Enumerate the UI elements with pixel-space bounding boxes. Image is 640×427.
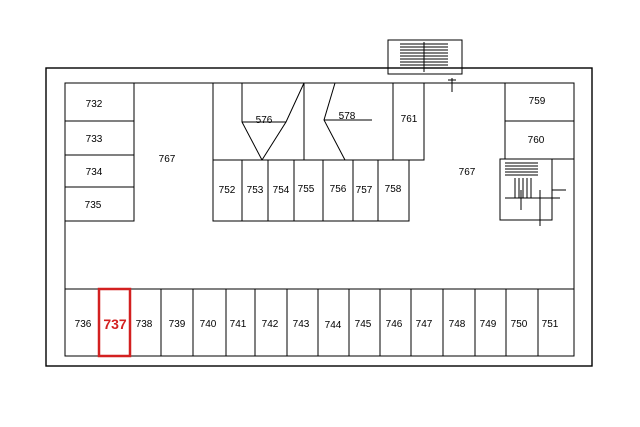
unit-578[interactable]: [323, 82, 372, 161]
label-736: 736: [75, 319, 92, 330]
label-749: 749: [480, 319, 497, 330]
label-739: 739: [169, 319, 186, 330]
label-742: 742: [262, 319, 279, 330]
building-outline: [45, 67, 593, 367]
label-755: 755: [298, 184, 315, 195]
right-staircase: [499, 158, 566, 226]
unit-735[interactable]: [64, 186, 135, 222]
label-754: 754: [273, 185, 290, 196]
label-752: 752: [219, 185, 236, 196]
label-767-right: 767: [459, 167, 476, 178]
label-759: 759: [529, 96, 546, 107]
label-735: 735: [85, 200, 102, 211]
label-745: 745: [355, 319, 372, 330]
label-734: 734: [86, 167, 103, 178]
top-staircase: [387, 39, 463, 92]
label-733: 733: [86, 134, 103, 145]
inner-wall: [64, 82, 575, 357]
label-761: 761: [401, 114, 418, 125]
label-750: 750: [511, 319, 528, 330]
label-576: 576: [256, 115, 273, 126]
label-767-left: 767: [159, 154, 176, 165]
label-578: 578: [339, 111, 356, 122]
label-751: 751: [542, 319, 559, 330]
label-756: 756: [330, 184, 347, 195]
unit-576[interactable]: [241, 82, 305, 161]
highlighted-unit-737[interactable]: [97, 287, 132, 358]
label-760: 760: [528, 135, 545, 146]
label-747: 747: [416, 319, 433, 330]
label-737: 737: [103, 316, 127, 332]
label-748: 748: [449, 319, 466, 330]
units-752-758: [212, 159, 410, 222]
label-744: 744: [325, 320, 342, 331]
label-743: 743: [293, 319, 310, 330]
label-738: 738: [136, 319, 153, 330]
label-758: 758: [385, 184, 402, 195]
label-741: 741: [230, 319, 247, 330]
label-753: 753: [247, 185, 264, 196]
label-732: 732: [86, 99, 103, 110]
label-757: 757: [356, 185, 373, 196]
label-740: 740: [200, 319, 217, 330]
label-746: 746: [386, 319, 403, 330]
